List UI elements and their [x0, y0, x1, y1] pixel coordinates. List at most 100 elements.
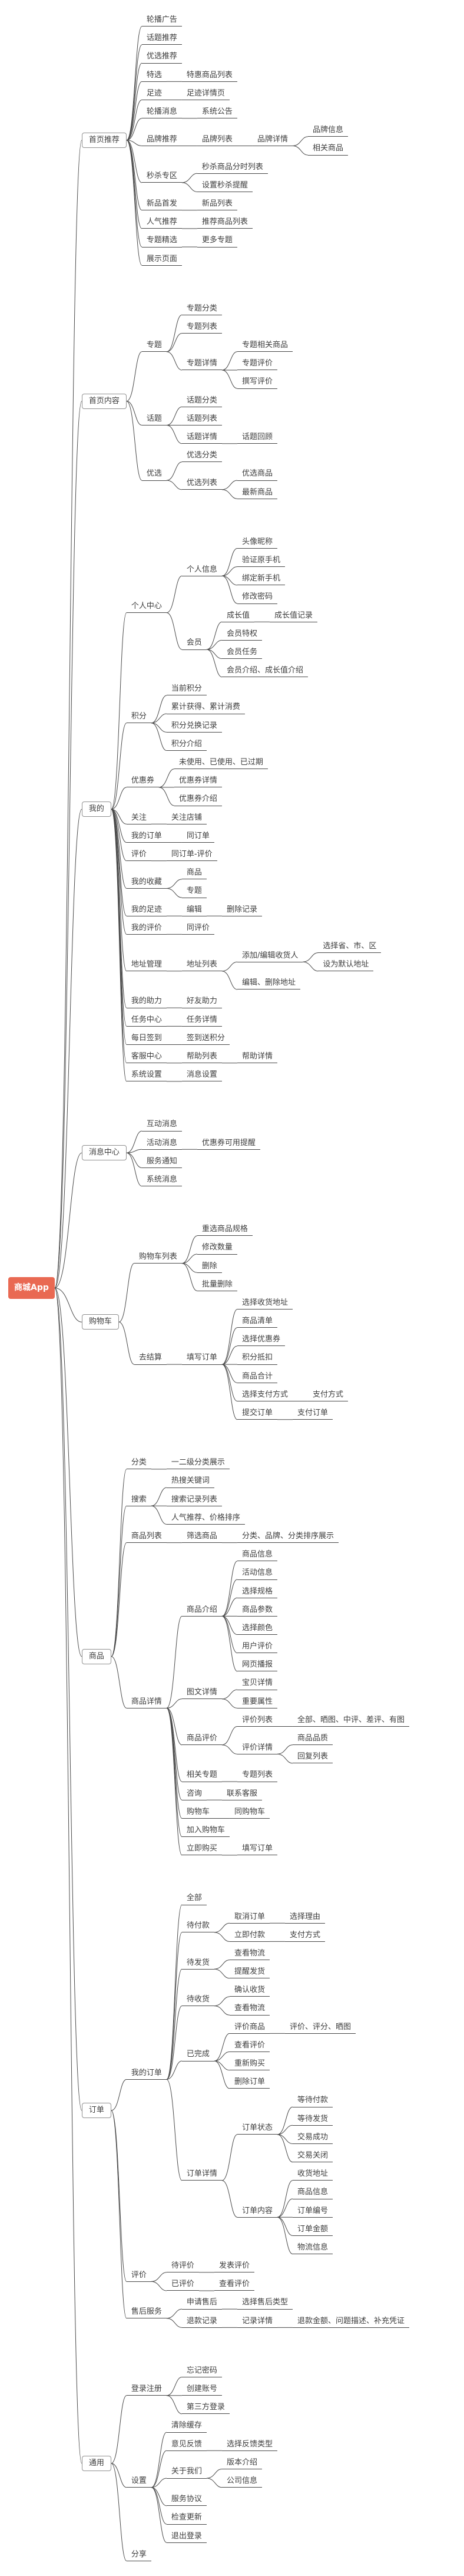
mind-node[interactable]: 推荐商品列表	[197, 217, 253, 229]
mind-node[interactable]: 热搜关键词	[166, 1476, 214, 1488]
mind-node[interactable]: 当前积分	[166, 684, 207, 696]
mind-node[interactable]: 积分兑换记录	[166, 721, 222, 733]
mind-node[interactable]: 图文详情	[181, 1687, 222, 1700]
mind-node[interactable]: 商品详情	[126, 1697, 167, 1708]
mind-node[interactable]: 选择优惠券	[237, 1334, 285, 1347]
mind-node[interactable]: 商品信息	[237, 1549, 277, 1562]
mind-node[interactable]: 系统设置	[126, 1070, 167, 1082]
mind-node[interactable]: 设为默认地址	[318, 959, 374, 972]
mind-node[interactable]: 选择收货地址	[237, 1298, 293, 1310]
mind-node[interactable]: 确认收货	[229, 1985, 270, 1997]
mind-node[interactable]: 品牌推荐	[141, 134, 182, 146]
mind-node[interactable]: 编辑、删除地址	[237, 978, 300, 990]
mind-node[interactable]: 查看评价	[214, 2279, 254, 2291]
mind-node[interactable]: 成长值记录	[269, 611, 317, 622]
mind-node[interactable]: 品牌列表	[197, 134, 237, 146]
mind-node[interactable]: 个人信息	[181, 565, 222, 576]
mind-node[interactable]: 关注	[126, 813, 151, 824]
mind-node[interactable]: 评价	[126, 849, 151, 862]
mind-node[interactable]: 会员任务	[221, 647, 262, 659]
mind-node[interactable]: 会员	[181, 638, 207, 650]
mind-node[interactable]: 每日签到	[126, 1033, 167, 1045]
branch-node[interactable]: 商品	[81, 1648, 111, 1664]
mind-node[interactable]: 待发货	[181, 1958, 214, 1970]
mind-node[interactable]: 检查更新	[166, 2512, 207, 2525]
mind-node[interactable]: 收货地址	[292, 2169, 333, 2181]
mind-node[interactable]: 同购物车	[229, 1807, 270, 1819]
mind-node[interactable]: 商品	[181, 868, 207, 880]
mind-node[interactable]: 话题列表	[181, 414, 222, 426]
mind-node[interactable]: 版本介绍	[221, 2458, 262, 2469]
mind-node[interactable]: 相关专题	[181, 1770, 222, 1782]
mind-node[interactable]: 商品清单	[237, 1316, 277, 1328]
mind-node[interactable]: 待付款	[181, 1921, 214, 1933]
mind-node[interactable]: 物流信息	[292, 2242, 333, 2255]
mind-node[interactable]: 第三方登录	[181, 2402, 230, 2415]
mind-node[interactable]: 更多专题	[197, 235, 237, 248]
mind-node[interactable]: 分享	[126, 2549, 151, 2561]
mind-node[interactable]: 个人中心	[126, 601, 167, 614]
mind-node[interactable]: 分类	[126, 1457, 151, 1470]
mind-node[interactable]: 退款记录	[181, 2316, 222, 2328]
mind-node[interactable]: 活动信息	[237, 1568, 277, 1580]
mind-node[interactable]: 我的评价	[126, 923, 167, 935]
mind-node[interactable]: 未使用、已使用、已过期	[174, 757, 268, 770]
mind-node[interactable]: 等待付款	[292, 2095, 333, 2107]
mind-node[interactable]: 加入购物车	[181, 1825, 230, 1838]
mind-node[interactable]: 累计获得、累计消费	[166, 702, 245, 714]
mind-node[interactable]: 购物车	[181, 1807, 214, 1819]
mind-node[interactable]: 绑定新手机	[237, 573, 285, 586]
mind-node[interactable]: 服务协议	[166, 2494, 207, 2506]
mind-node[interactable]: 客服中心	[126, 1051, 167, 1064]
mind-node[interactable]: 专题列表	[181, 322, 222, 334]
mind-node[interactable]: 话题	[141, 414, 167, 426]
mind-node[interactable]: 专题精选	[141, 235, 182, 248]
mind-node[interactable]: 人气推荐、价格排序	[166, 1513, 245, 1525]
mind-node[interactable]: 话题详情	[181, 432, 222, 444]
mind-node[interactable]: 话题分类	[181, 395, 222, 407]
mind-node[interactable]: 用户评价	[237, 1641, 277, 1654]
mind-node[interactable]: 品牌详情	[252, 134, 293, 146]
mind-node[interactable]: 选择颜色	[237, 1623, 277, 1635]
mind-node[interactable]: 删除记录	[221, 905, 262, 916]
mind-node[interactable]: 我的助力	[126, 996, 167, 1008]
mind-node[interactable]: 查看评价	[229, 2040, 270, 2053]
mind-node[interactable]: 填写订单	[181, 1353, 222, 1365]
root-node[interactable]: 商城App	[8, 1277, 55, 1299]
mind-node[interactable]: 积分	[126, 711, 151, 724]
mind-node[interactable]: 交易关闭	[292, 2150, 333, 2163]
mind-node[interactable]: 会员介绍、成长值介绍	[221, 665, 308, 678]
mind-node[interactable]: 商品信息	[292, 2187, 333, 2199]
mind-node[interactable]: 撰写评价	[237, 377, 277, 389]
mind-node[interactable]: 评价列表	[237, 1715, 277, 1727]
mind-node[interactable]: 足迹	[141, 88, 167, 101]
mind-node[interactable]: 记录详情	[237, 2316, 277, 2328]
mind-node[interactable]: 待评价	[166, 2261, 199, 2273]
mind-node[interactable]: 筛选商品	[181, 1531, 222, 1543]
mind-node[interactable]: 已评价	[166, 2279, 199, 2291]
mind-node[interactable]: 修改密码	[237, 592, 277, 604]
mind-node[interactable]: 专题分类	[181, 304, 222, 315]
mind-node[interactable]: 积分抵扣	[237, 1353, 277, 1365]
mind-node[interactable]: 优选推荐	[141, 51, 182, 64]
mind-node[interactable]: 公司信息	[221, 2476, 262, 2488]
mind-node[interactable]: 秒杀专区	[141, 171, 182, 183]
mind-node[interactable]: 相关商品	[307, 143, 348, 156]
mind-node[interactable]: 申请售后	[181, 2297, 222, 2310]
mind-node[interactable]: 商品参数	[237, 1605, 277, 1617]
mind-node[interactable]: 专题	[181, 886, 207, 898]
mind-node[interactable]: 活动消息	[141, 1138, 182, 1150]
mind-node[interactable]: 全部	[181, 1893, 207, 1905]
branch-node[interactable]: 购物车	[81, 1314, 119, 1330]
mind-node[interactable]: 搜索	[126, 1495, 151, 1506]
mind-node[interactable]: 关于我们	[166, 2466, 207, 2479]
mind-node[interactable]: 评价详情	[237, 1743, 277, 1754]
mind-node[interactable]: 秒杀商品分时列表	[197, 162, 268, 174]
mind-node[interactable]: 回复列表	[292, 1752, 333, 1764]
mind-node[interactable]: 选择售后类型	[237, 2297, 293, 2310]
mind-node[interactable]: 宝贝详情	[237, 1678, 277, 1690]
mind-node[interactable]: 同订单	[181, 831, 214, 843]
mind-node[interactable]: 积分介绍	[166, 739, 207, 751]
mind-node[interactable]: 话题推荐	[141, 33, 182, 45]
mind-node[interactable]: 人气推荐	[141, 217, 182, 229]
